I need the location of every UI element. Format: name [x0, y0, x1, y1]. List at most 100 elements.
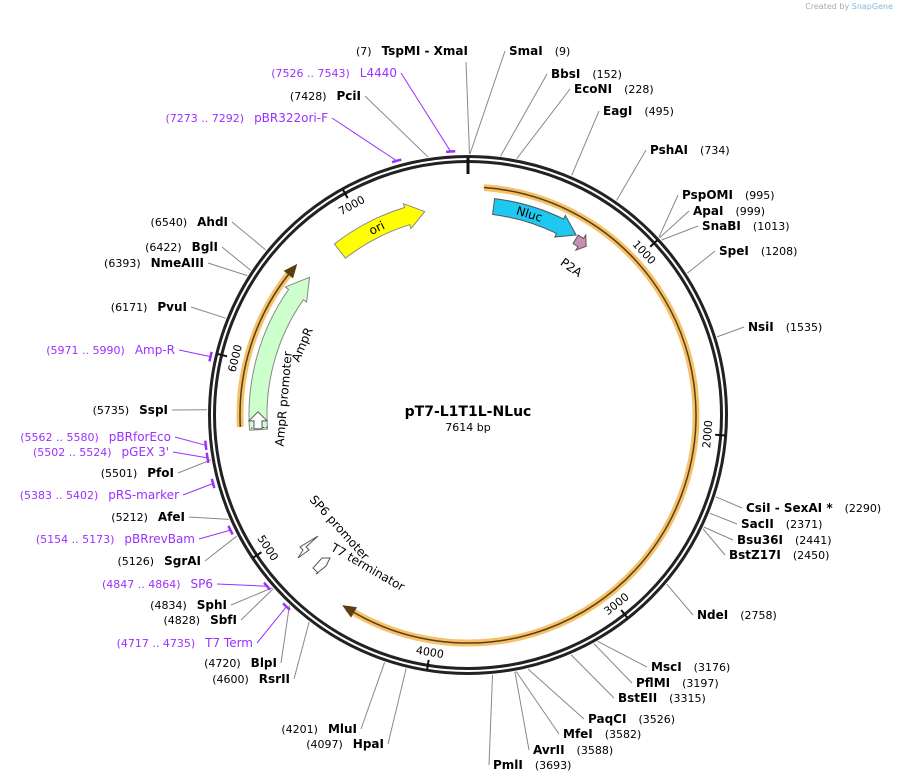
primer-label[interactable]: (5971 .. 5990)Amp-R [46, 343, 175, 357]
site-labels: (7)TspMI - XmaI SmaI(9) BbsI(152)EcoNI(228… [20, 44, 881, 772]
plasmid-length: 7614 bp [445, 421, 490, 434]
enzyme-site-label[interactable]: PaqCI(3526) [588, 712, 675, 726]
enzyme-site-label[interactable]: BbsI(152) [551, 67, 622, 81]
enzyme-name: SbfI [210, 613, 237, 627]
orf-arc-right [346, 186, 697, 644]
enzyme-position: (495) [644, 105, 674, 118]
primer-label[interactable]: (7273 .. 7292)pBR322ori-F [166, 111, 329, 125]
enzyme-site-label[interactable]: ApaI (999) [693, 204, 765, 218]
ampr-promoter-label: AmpR promoter [273, 351, 295, 447]
ampr-promoter-feature[interactable] [247, 411, 269, 430]
enzyme-line [221, 246, 252, 271]
enzyme-site-label[interactable]: (7428)PciI [290, 89, 361, 103]
enzyme-site-label[interactable]: CsiI - SexAI *(2290) [746, 501, 881, 515]
enzyme-position: (2290) [845, 502, 882, 515]
enzyme-site-label[interactable]: EcoNI(228) [574, 82, 654, 96]
enzyme-site-label[interactable]: Bsu36I(2441) [737, 533, 832, 547]
enzyme-site-label[interactable]: (4097)HpaI [306, 737, 384, 751]
enzyme-name: NmeAIII [151, 256, 204, 270]
primer-marks [204, 150, 456, 611]
enzyme-site-label[interactable]: PmlI(3693) [493, 758, 571, 772]
primer-range: (4717 .. 4735) [117, 637, 196, 650]
tick-mark-7000 [341, 188, 349, 199]
primer-range: (7273 .. 7292) [166, 112, 245, 125]
enzyme-line [293, 621, 310, 680]
tick-label-4000: 4000 [415, 644, 445, 661]
primer-label[interactable]: (7526 .. 7543)L4440 [271, 66, 397, 80]
enzyme-site-label[interactable]: (5126)SgrAI [118, 554, 201, 568]
enzyme-site-label[interactable]: MfeI(3582) [563, 727, 641, 741]
enzyme-site-label[interactable]: NsiI(1535) [748, 320, 822, 334]
tick-mark-2000 [715, 433, 726, 437]
ampr-feature[interactable] [248, 276, 311, 431]
enzyme-position: (6393) [104, 257, 141, 270]
enzyme-line [597, 640, 648, 668]
primer-name: pBRrevBam [124, 532, 195, 546]
enzyme-position: (2371) [786, 518, 823, 531]
primer-label[interactable]: (5383 .. 5402)pRS-marker [20, 488, 179, 502]
enzyme-site-label[interactable]: PflMI(3197) [636, 676, 719, 690]
enzyme-site-label[interactable]: PshAI(734) [650, 143, 730, 157]
tick-label-2000: 2000 [700, 420, 715, 449]
snapgene-watermark: Created by SnapGene [805, 2, 893, 11]
enzyme-site-label[interactable]: (4600)RsrII [212, 672, 290, 686]
ori-feature[interactable] [333, 202, 426, 259]
nluc-feature[interactable] [492, 198, 577, 238]
p2a-feature[interactable] [572, 233, 587, 252]
enzyme-site-label[interactable]: (4201)MluI [281, 722, 357, 736]
enzyme-line [616, 149, 647, 201]
primer-name: pBRforEco [109, 430, 171, 444]
primer-label[interactable]: (5154 .. 5173)pBRrevBam [36, 532, 195, 546]
enzyme-site-label[interactable]: (7)TspMI - XmaI [356, 44, 468, 58]
enzyme-position: (2758) [740, 609, 777, 622]
primer-label[interactable]: (4717 .. 4735)T7 Term [117, 636, 253, 650]
primer-label[interactable]: (5502 .. 5524)pGEX 3' [33, 445, 169, 459]
enzyme-site-label[interactable]: EagI(495) [603, 104, 674, 118]
enzyme-position: (7) [356, 45, 372, 58]
enzyme-site-label[interactable]: (4834)SphI [150, 598, 227, 612]
enzyme-name: BglI [192, 240, 218, 254]
enzyme-position: (5126) [118, 555, 155, 568]
enzyme-line [702, 528, 726, 556]
sp6-promoter-feature[interactable] [297, 535, 319, 559]
enzyme-position: (999) [735, 205, 765, 218]
enzyme-position: (5212) [111, 511, 148, 524]
enzyme-line [280, 605, 290, 664]
enzyme-site-label[interactable]: (6422)BglI [145, 240, 218, 254]
primer-label[interactable]: (4847 .. 4864)SP6 [102, 577, 213, 591]
enzyme-site-label[interactable]: PspOMI(995) [682, 188, 775, 202]
enzyme-name: BstZ17I [729, 548, 781, 562]
enzyme-site-label[interactable]: (6540)AhdI [151, 215, 228, 229]
enzyme-site-label[interactable]: SnaBI(1013) [702, 219, 789, 233]
enzyme-site-label[interactable]: (6171)PvuI [111, 300, 187, 314]
primer-name: pGEX 3' [122, 445, 169, 459]
enzyme-site-label[interactable]: NdeI(2758) [697, 608, 777, 622]
enzyme-name: PciI [337, 89, 362, 103]
enzyme-name: ApaI [693, 204, 723, 218]
enzyme-line [500, 73, 548, 157]
enzyme-name: SnaBI [702, 219, 741, 233]
enzyme-name: NsiI [748, 320, 774, 334]
p2a-label: P2A [558, 255, 586, 280]
enzyme-position: (152) [592, 68, 622, 81]
enzyme-site-label[interactable]: (4720)BlpI [204, 656, 277, 670]
primer-label[interactable]: (5562 .. 5580) pBRforEco [20, 430, 171, 444]
enzyme-site-label[interactable]: (5735)SspI [93, 403, 168, 417]
enzyme-site-label[interactable]: SpeI(1208) [719, 244, 797, 258]
enzyme-site-label[interactable]: (6393) NmeAIII [104, 256, 204, 270]
enzyme-line [686, 250, 716, 274]
enzyme-site-label[interactable]: BstEII(3315) [618, 691, 706, 705]
enzyme-site-label[interactable]: MscI(3176) [651, 660, 730, 674]
enzyme-site-label[interactable]: AvrII(3588) [533, 743, 613, 757]
enzyme-line [570, 654, 615, 699]
enzyme-site-label[interactable]: (4828)SbfI [164, 613, 238, 627]
primer-range: (5562 .. 5580) [20, 431, 99, 444]
enzyme-site-label[interactable]: BstZ17I(2450) [729, 548, 829, 562]
enzyme-line [515, 671, 560, 735]
enzyme-site-label[interactable]: SacII(2371) [741, 517, 822, 531]
enzyme-site-label[interactable]: SmaI(9) [509, 44, 570, 58]
enzyme-site-label[interactable]: (5212)AfeI [111, 510, 185, 524]
t7-terminator-feature[interactable] [312, 557, 331, 575]
enzyme-site-label[interactable]: (5501)PfoI [101, 466, 174, 480]
enzyme-line [571, 110, 600, 176]
